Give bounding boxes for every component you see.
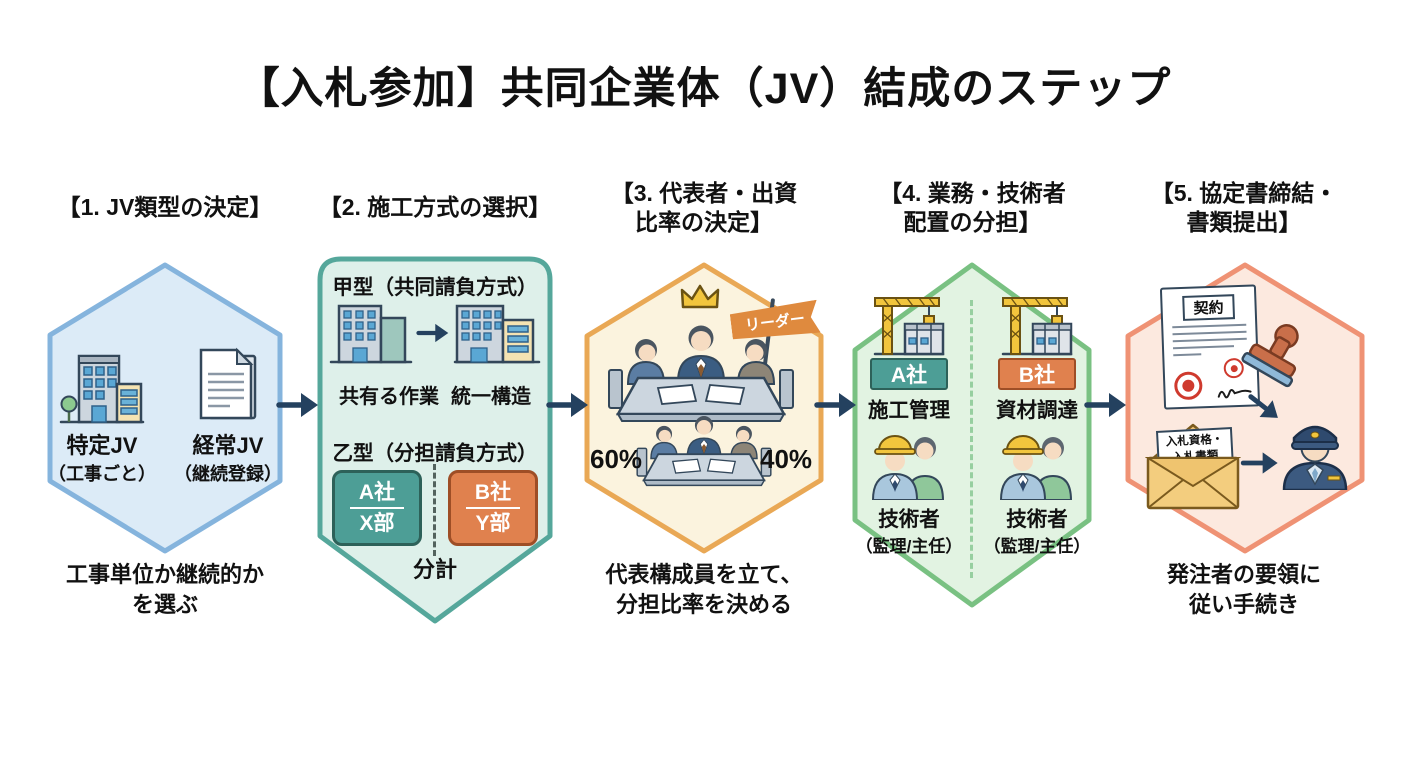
bid-envelope: 入札資格・ 入札書類	[1145, 418, 1241, 512]
option-tokutei-sub: （工事ごと）	[48, 464, 156, 484]
contract-text-line	[1172, 337, 1247, 343]
merge-arrow-icon	[416, 320, 450, 346]
step-2-column: 【2. 施工方式の選択】 甲型（共同請負方式） 共有る作業 統一構造 乙型（分担…	[310, 0, 560, 768]
step-2-header: 【2. 施工方式の選択】	[300, 170, 570, 246]
kou-type-diagram	[322, 300, 548, 366]
company-a-top: A社	[358, 480, 396, 504]
company-b-top: B社	[474, 480, 512, 504]
company-a-worker-sub: （監理/主任）	[855, 537, 963, 556]
step-1-column: 【1. JV類型の決定】 特定JV （工事ごと） 経常JV （継続登録） 工事単…	[40, 0, 290, 768]
company-b-badge: B社	[998, 358, 1076, 390]
step-1-options: 特定JV （工事ごと） 経常JV （継続登録）	[40, 332, 290, 486]
company-b-worker-label: 技術者	[1006, 508, 1068, 531]
option-tokutei-label: 特定JV	[66, 433, 138, 458]
company-a-bottom: X部	[359, 512, 395, 536]
step-4-divider	[970, 300, 973, 578]
company-b-box: B社 Y部	[448, 470, 538, 546]
kou-type-labels: 共有る作業 統一構造	[310, 380, 560, 409]
kou-right-label: 統一構造	[451, 386, 531, 408]
step-4-header-line1: 【4. 業務・技術者	[879, 179, 1066, 206]
step-1-header-line: 【1. JV類型の決定】	[57, 194, 273, 221]
documents-icon	[193, 344, 263, 426]
page-title: 【入札参加】共同企業体（JV）結成のステップ	[236, 65, 1172, 113]
percent-right: 40%	[760, 444, 813, 474]
step-5-caption-line1: 発注者の要領に	[1166, 562, 1321, 587]
step-4-header: 【4. 業務・技術者 配置の分担】	[835, 170, 1110, 246]
step-3-column: 【3. 代表者・出資 比率の決定】 リーダー 60% 40% 代表構成員を立て、…	[578, 0, 830, 768]
red-seal-icon	[1173, 371, 1203, 401]
step-5-header: 【5. 協定書締結・ 書類提出】	[1108, 170, 1380, 246]
company-a-box: A社 X部	[332, 470, 422, 546]
step-5-caption: 発注者の要領に 従い手続き	[1108, 560, 1380, 619]
box-divider-line	[466, 506, 520, 510]
otsu-divider	[433, 464, 436, 556]
crane-icon	[999, 294, 1075, 356]
step-1-header: 【1. JV類型の決定】	[30, 170, 300, 246]
meeting-table-small-icon	[635, 412, 773, 492]
company-b-role: 資材調達	[996, 399, 1078, 422]
bunkei-label: 分計	[412, 557, 457, 582]
company-a-badge: A社	[870, 358, 948, 390]
envelope-body-icon	[1145, 418, 1241, 512]
percent-left: 60%	[590, 444, 643, 474]
building-icon	[59, 336, 145, 426]
company-a-worker-label: 技術者	[878, 508, 940, 531]
otsu-type-title: 乙型（分担請負方式）	[332, 442, 538, 465]
contract-text-line	[1172, 323, 1247, 329]
step-5-caption-line2: 従い手続き	[1188, 591, 1299, 617]
buildings-merge-left-icon	[329, 300, 413, 366]
step-3-caption-line2: 分担比率を決める	[615, 591, 792, 617]
step-3-caption-line1: 代表構成員を立て、	[605, 562, 803, 587]
contract-text-line	[1172, 330, 1247, 336]
step-1-caption-line2: を選ぶ	[131, 591, 198, 617]
contract-text-line	[1173, 352, 1202, 357]
engineers-icon	[995, 428, 1079, 500]
step-5-column: 【5. 協定書締結・ 書類提出】 契約 入札資格・ 入札書類	[1118, 0, 1370, 768]
step-1-caption-line1: 工事単位か継続的か	[65, 562, 264, 587]
kou-type-title: 甲型（共同請負方式）	[332, 276, 538, 299]
step-1-hexagon	[47, 262, 283, 554]
company-a-role: 施工管理	[868, 399, 950, 422]
step-2-header-line: 【2. 施工方式の選択】	[318, 194, 552, 221]
step-4-column: 【4. 業務・技術者 配置の分担】 A社 施工管理 技術者 （監理/主任） B社…	[845, 0, 1100, 768]
company-b-worker-sub: （監理/主任）	[983, 537, 1091, 556]
option-keijo-jv: 経常JV （継続登録）	[172, 332, 284, 486]
contract-document: 契約	[1159, 284, 1261, 410]
step-4-company-b-side: B社 資材調達 技術者 （監理/主任）	[981, 294, 1093, 557]
step-4-header-line2: 配置の分担】	[903, 209, 1042, 235]
flow-arrow-2-3-icon	[546, 388, 590, 422]
contract-text-line	[1172, 344, 1235, 350]
engineers-icon	[867, 428, 951, 500]
option-keijo-sub: （継続登録）	[174, 464, 282, 484]
contract-label: 契約	[1182, 294, 1236, 321]
step-1-caption: 工事単位か継続的か を選ぶ	[30, 560, 300, 619]
step-5-header-line1: 【5. 協定書締結・	[1150, 179, 1338, 206]
box-divider-line	[350, 506, 404, 510]
flow-arrow-1-2-icon	[276, 388, 320, 422]
crown-icon	[678, 282, 722, 312]
step-3-header: 【3. 代表者・出資 比率の決定】	[568, 170, 840, 246]
officer-icon	[1278, 406, 1352, 490]
option-tokutei-jv: 特定JV （工事ごと）	[46, 332, 158, 486]
option-keijo-label: 経常JV	[192, 433, 264, 458]
company-b-bottom: Y部	[475, 512, 511, 536]
otsu-company-boxes: A社 X部 B社 Y部	[332, 470, 538, 546]
step-4-company-a-side: A社 施工管理 技術者 （監理/主任）	[853, 294, 965, 557]
step-3-caption: 代表構成員を立て、 分担比率を決める	[568, 560, 840, 619]
flow-arrow-3-4-icon	[814, 388, 858, 422]
step-3-header-line1: 【3. 代表者・出資	[610, 179, 798, 206]
signature-icon	[1217, 389, 1252, 399]
arrow-to-officer-icon	[1240, 448, 1280, 478]
kou-left-label: 共有る作業	[339, 386, 439, 408]
step-5-header-line2: 書類提出】	[1186, 209, 1302, 235]
step-3-header-line2: 比率の決定】	[635, 209, 773, 235]
flow-arrow-4-5-icon	[1084, 388, 1128, 422]
buildings-merge-right-icon	[453, 300, 541, 366]
crane-icon	[871, 294, 947, 356]
